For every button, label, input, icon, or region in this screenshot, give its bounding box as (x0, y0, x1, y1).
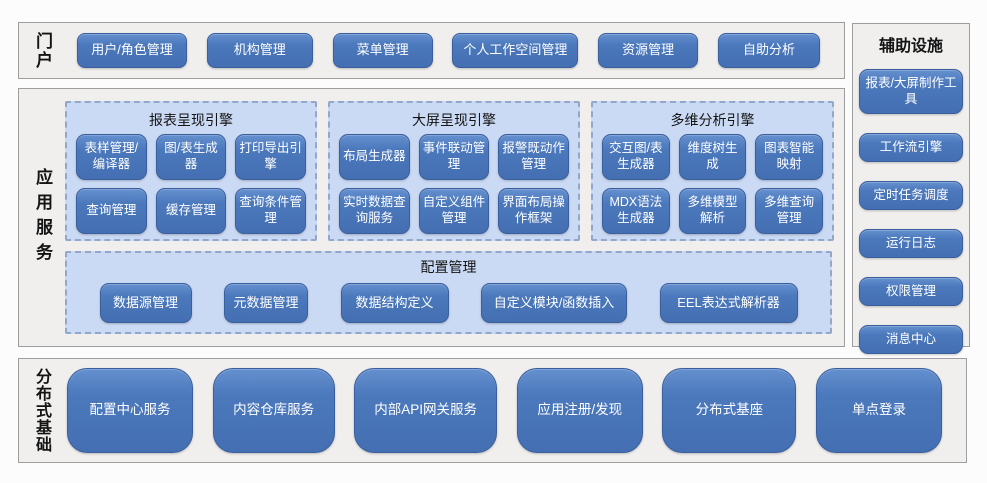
internal-api-gateway-service-node: 内部API网关服务 (354, 368, 498, 453)
multidim-engine-title: 多维分析引擎 (670, 112, 755, 128)
realtime-data-query-service-node: 实时数据查询服务 (339, 188, 410, 234)
portal-section: 门户 用户/角色管理 机构管理 菜单管理 个人工作空间管理 资源管理 自助分析 (18, 22, 845, 79)
content-repository-service-node: 内容仓库服务 (212, 368, 335, 453)
app-services-section: 应用服务 报表呈现引擎 表样管理/编译器 图/表生成器 打印导出引擎 查询管理 … (18, 88, 845, 347)
config-management-group: 配置管理 数据源管理 元数据管理 数据结构定义 自定义模块/函数插入 EEL表达… (65, 251, 832, 334)
report-engine-grid: 表样管理/编译器 图/表生成器 打印导出引擎 查询管理 缓存管理 查询条件管理 (76, 134, 306, 234)
report-engine-group: 报表呈现引擎 表样管理/编译器 图/表生成器 打印导出引擎 查询管理 缓存管理 … (65, 101, 317, 241)
bigscreen-engine-group: 大屏呈现引擎 布局生成器 事件联动管理 报警既动作管理 实时数据查询服务 自定义… (328, 101, 580, 241)
aux-facilities-panel: 辅助设施 报表/大屏制作工具 工作流引擎 定时任务调度 运行日志 权限管理 消息… (852, 23, 970, 354)
engine-groups-row: 报表呈现引擎 表样管理/编译器 图/表生成器 打印导出引擎 查询管理 缓存管理 … (65, 101, 834, 241)
distributed-foundation-row: 配置中心服务 内容仓库服务 内部API网关服务 应用注册/发现 分布式基座 单点… (49, 368, 966, 453)
run-logs-node: 运行日志 (859, 229, 963, 258)
scheduled-task-scheduling-node: 定时任务调度 (859, 181, 963, 210)
aux-facilities-title: 辅助设施 (878, 38, 943, 55)
print-export-engine-node: 打印导出引擎 (235, 134, 306, 180)
multidim-query-management-node: 多维查询管理 (755, 188, 823, 234)
custom-module-function-insert-node: 自定义模块/函数插入 (481, 283, 627, 323)
query-condition-management-node: 查询条件管理 (235, 188, 306, 234)
app-registration-discovery-node: 应用注册/发现 (516, 368, 643, 453)
metadata-management-node: 元数据管理 (224, 283, 308, 323)
app-services-label: 应用服务 (33, 167, 52, 268)
single-sign-on-node: 单点登录 (815, 368, 942, 453)
menu-management-node: 菜单管理 (332, 33, 433, 68)
query-management-node: 查询管理 (76, 188, 147, 234)
template-management-compiler-node: 表样管理/编译器 (76, 134, 147, 180)
dimension-tree-generation-node: 维度树生成 (678, 134, 747, 180)
eel-expression-parser-node: EEL表达式解析器 (659, 283, 798, 323)
app-services-content: 报表呈现引擎 表样管理/编译器 图/表生成器 打印导出引擎 查询管理 缓存管理 … (65, 101, 834, 334)
bigscreen-engine-grid: 布局生成器 事件联动管理 报警既动作管理 实时数据查询服务 自定义组件管理 界面… (339, 134, 569, 234)
custom-component-management-node: 自定义组件管理 (418, 188, 490, 234)
datasource-management-node: 数据源管理 (99, 283, 192, 323)
distributed-foundation-label: 分布式基础 (33, 368, 50, 453)
interactive-chart-generator-node: 交互图/表生成器 (602, 134, 670, 180)
workflow-engine-node: 工作流引擎 (859, 133, 963, 162)
event-linkage-management-node: 事件联动管理 (418, 134, 490, 180)
config-management-row: 数据源管理 元数据管理 数据结构定义 自定义模块/函数插入 EEL表达式解析器 (67, 283, 830, 323)
self-service-analysis-node: 自助分析 (717, 33, 820, 68)
mdx-syntax-generator-node: MDX语法生成器 (602, 188, 670, 234)
data-structure-definition-node: 数据结构定义 (340, 283, 449, 323)
cache-management-node: 缓存管理 (155, 188, 227, 234)
chart-smart-mapping-node: 图表智能映射 (755, 134, 823, 180)
portal-label: 门户 (33, 31, 52, 70)
message-center-node: 消息中心 (859, 325, 963, 354)
config-management-title: 配置管理 (420, 259, 477, 275)
multidim-engine-grid: 交互图/表生成器 维度树生成 图表智能映射 MDX语法生成器 多维模型解析 多维… (602, 134, 823, 234)
distributed-foundation-section: 分布式基础 配置中心服务 内容仓库服务 内部API网关服务 应用注册/发现 分布… (18, 358, 967, 463)
resource-management-node: 资源管理 (598, 33, 699, 68)
multidim-engine-group: 多维分析引擎 交互图/表生成器 维度树生成 图表智能映射 MDX语法生成器 多维… (591, 101, 834, 241)
distributed-base-node: 分布式基座 (662, 368, 797, 453)
bigscreen-engine-title: 大屏呈现引擎 (412, 112, 496, 128)
permission-management-node: 权限管理 (859, 277, 963, 306)
user-role-management-node: 用户/角色管理 (77, 33, 187, 68)
aux-facilities-column: 报表/大屏制作工具 工作流引擎 定时任务调度 运行日志 权限管理 消息中心 (859, 69, 963, 354)
report-bigscreen-maker-tool-node: 报表/大屏制作工具 (859, 69, 963, 114)
portal-button-row: 用户/角色管理 机构管理 菜单管理 个人工作空间管理 资源管理 自助分析 (51, 33, 844, 68)
alarm-action-management-node: 报警既动作管理 (498, 134, 569, 180)
org-management-node: 机构管理 (206, 33, 313, 68)
config-center-service-node: 配置中心服务 (67, 368, 193, 453)
chart-table-generator-node: 图/表生成器 (155, 134, 227, 180)
layout-generator-node: 布局生成器 (339, 134, 410, 180)
ui-layout-operation-framework-node: 界面布局操作框架 (498, 188, 569, 234)
report-engine-title: 报表呈现引擎 (149, 112, 233, 128)
personal-workspace-management-node: 个人工作空间管理 (452, 33, 579, 68)
multidim-model-parsing-node: 多维模型解析 (678, 188, 747, 234)
